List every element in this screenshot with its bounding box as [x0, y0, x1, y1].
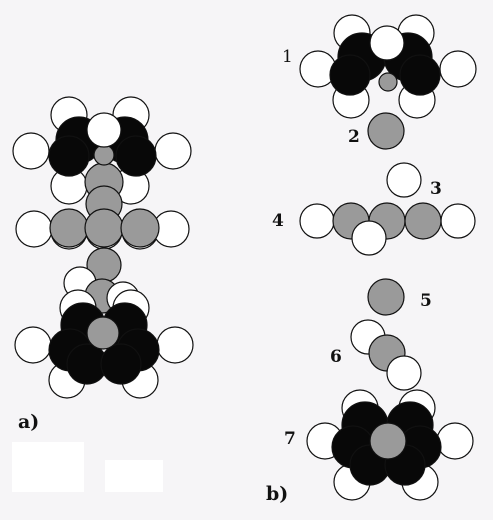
grey-atom [367, 112, 405, 150]
blank-patch [12, 442, 84, 492]
fragment-label-2: 2 [348, 127, 360, 147]
fragment-label-5: 5 [420, 291, 432, 311]
grey-atom [404, 202, 442, 240]
fragment-label-7: 7 [284, 429, 296, 449]
fragment-label-6: 6 [330, 347, 342, 367]
grey-atom [49, 208, 89, 248]
fragment-label-3: 3 [430, 179, 442, 199]
grey-atom [86, 316, 120, 350]
blank-patch [105, 460, 163, 492]
panel-a-top-complex [12, 96, 192, 205]
panel-label-a: a) [18, 411, 39, 433]
grey-atom [378, 72, 398, 92]
grey-atom [84, 208, 124, 248]
panel-a-bottom-complex [14, 289, 194, 399]
black-atom [329, 54, 371, 96]
white-atom [12, 132, 50, 170]
grey-atom [120, 208, 160, 248]
panel-b-fragment-4 [299, 202, 476, 256]
panel-a-chain [15, 185, 190, 315]
white-atom [440, 203, 476, 239]
panel-b-fragment-6 [350, 319, 422, 391]
white-atom [14, 326, 52, 364]
white-atom [439, 50, 477, 88]
white-atom [299, 203, 335, 239]
black-atom [399, 54, 441, 96]
panel-b-fragment-2 [367, 112, 405, 150]
white-atom [369, 25, 405, 61]
grey-atom [369, 422, 407, 460]
fragment-label-1: 1 [282, 47, 293, 67]
white-atom [156, 326, 194, 364]
white-atom [386, 355, 422, 391]
panel-label-b: b) [266, 483, 288, 505]
white-atom [154, 132, 192, 170]
black-atom [115, 135, 157, 177]
black-atom [100, 343, 142, 385]
black-atom [48, 135, 90, 177]
panel-b-fragment-3 [386, 162, 422, 198]
grey-atom [93, 144, 115, 166]
white-atom [351, 220, 387, 256]
white-atom [436, 422, 474, 460]
white-atom [15, 210, 53, 248]
panel-b-fragment-7 [306, 389, 474, 501]
white-atom [86, 112, 122, 148]
panel-b-fragment-5 [367, 278, 405, 316]
white-atom [386, 162, 422, 198]
grey-atom [367, 278, 405, 316]
fragment-label-4: 4 [272, 211, 284, 231]
panel-b-fragment-1 [299, 14, 477, 119]
